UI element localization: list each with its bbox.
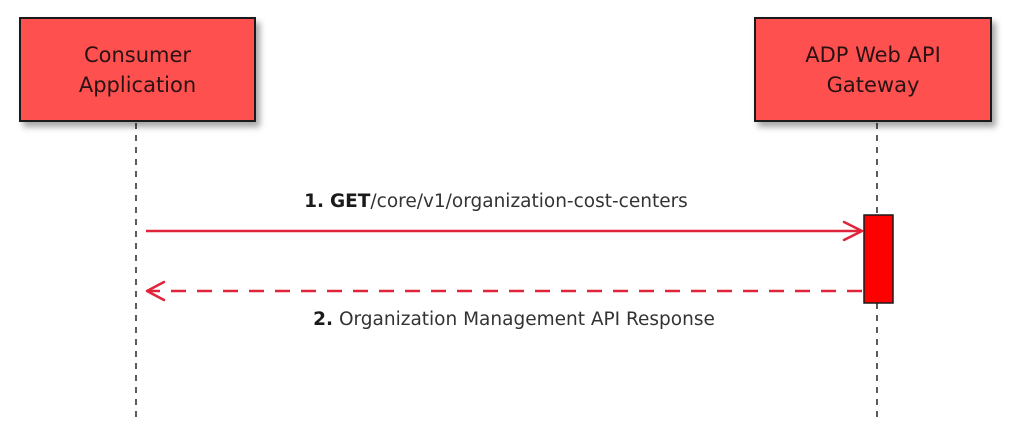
participant-label: Consumer Application [78,42,197,97]
message-text: /core/v1/organization-cost-centers [370,191,688,212]
participant-label: ADP Web API Gateway [805,42,941,97]
message-number: 1. [304,191,325,212]
arrowhead-left-icon [145,280,166,302]
message-text: Organization Management API Response [338,309,715,330]
message-number: 2. [313,309,334,330]
participant-adp-web-api-gateway: ADP Web API Gateway [754,17,992,122]
message-1-label: 1. GET/core/v1/organization-cost-centers [304,191,688,212]
activation-bar-gateway [863,214,894,304]
participant-consumer-application: Consumer Application [19,17,256,122]
arrowhead-right-icon [842,220,864,242]
message-1-arrow [146,220,864,242]
message-2-arrow [145,280,862,302]
message-2-label: 2. Organization Management API Response [313,309,715,330]
message-method: GET [329,191,371,212]
